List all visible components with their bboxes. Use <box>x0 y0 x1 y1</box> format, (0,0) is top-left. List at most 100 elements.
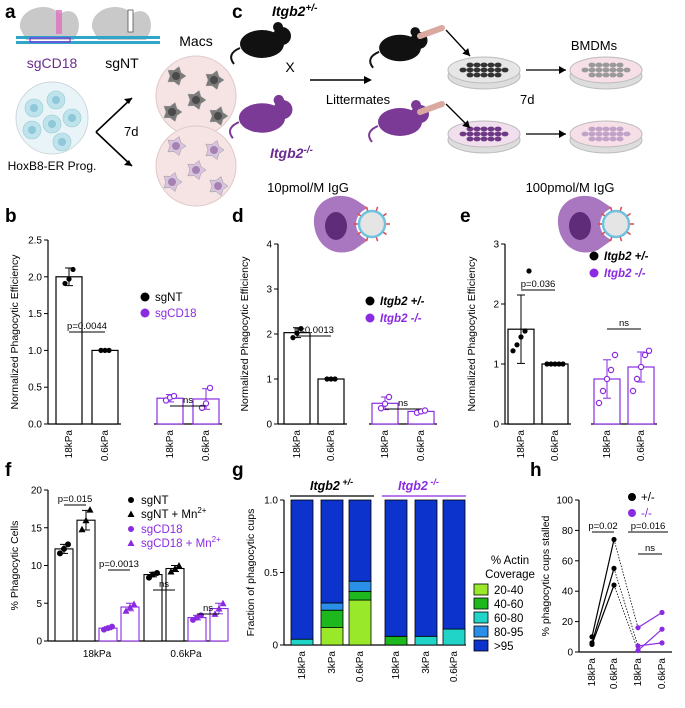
legend-marker <box>128 497 134 503</box>
macrophage-nucleus <box>172 72 180 80</box>
data-point <box>552 361 558 367</box>
macrophage-nucleus <box>192 166 200 174</box>
data-point <box>659 609 665 616</box>
bone-icon <box>417 25 445 39</box>
group-label-het-sup: +/- <box>340 477 353 487</box>
arrow-to-bmdm-head <box>559 66 566 74</box>
x-tick-label: 18kPa <box>587 658 598 687</box>
data-point <box>629 387 637 395</box>
mouse-body <box>238 103 286 133</box>
dish-cell <box>616 67 624 73</box>
data-point <box>603 375 611 383</box>
significance-2-label: ns <box>183 395 193 406</box>
dish-cell <box>616 136 624 142</box>
panel-g-y-tick-label: 0.5 <box>264 568 278 579</box>
legend-label: 80-95 <box>494 627 523 639</box>
littermates-label: Littermates <box>326 92 391 107</box>
dish-cell <box>602 72 610 78</box>
dish-cell <box>602 131 610 137</box>
stacked-segment <box>348 499 372 582</box>
mouse-tail <box>369 50 380 69</box>
stacked-segment <box>348 580 372 592</box>
legend-label-het: Itgb2 +/- <box>380 296 425 308</box>
days-label-c: 7d <box>520 92 534 107</box>
igg-marker <box>365 237 369 242</box>
mouse-tail <box>229 121 240 139</box>
panel-g-label: g <box>232 460 244 481</box>
dish-cell <box>588 62 596 68</box>
dish-cell <box>609 62 617 68</box>
x-tick-label: 0.6kPa <box>609 658 620 690</box>
data-point <box>57 550 63 557</box>
dish-cell <box>487 67 495 73</box>
x-tick-label: 18kPa <box>391 651 402 680</box>
igg-marker <box>626 212 632 217</box>
data-point <box>202 400 210 407</box>
legend-marker-het <box>365 296 375 306</box>
nucleus-icon <box>569 212 591 240</box>
igg-marker <box>375 237 379 242</box>
stacked-segment <box>442 499 466 630</box>
dish-cell <box>473 136 481 142</box>
panel-b-label: b <box>5 206 17 227</box>
legend-marker <box>127 539 135 546</box>
panel-h-y-axis-title: % phagocytic cups stalled <box>540 515 552 636</box>
panel-a: a sgCD18 sgNT HoxB8-ER Prog. <box>5 2 237 207</box>
comparison-line <box>613 539 639 628</box>
bone-icon <box>417 101 445 115</box>
group-label-het-name: Itgb2 <box>310 479 340 493</box>
dish-cell <box>616 131 624 137</box>
stacked-segment <box>290 638 314 646</box>
legend-swatch <box>473 639 489 652</box>
x-tick-label: 18kPa <box>292 430 303 459</box>
data-point <box>514 342 520 348</box>
data-point <box>332 376 338 382</box>
macrophage-nucleus <box>214 182 222 190</box>
data-point <box>122 607 130 614</box>
dish-cell <box>602 67 610 73</box>
data-point <box>510 348 516 354</box>
data-point <box>377 405 385 412</box>
paired-line <box>591 568 615 644</box>
mouse-tail <box>230 47 241 65</box>
x-tick-label: 0.6kPa <box>355 651 366 683</box>
x-tick-label: 0.6kPa <box>100 430 111 462</box>
legend-label-ko: -/- <box>641 508 652 520</box>
legend-swatch <box>473 597 489 610</box>
data-point <box>645 347 653 354</box>
stacked-segment <box>348 599 372 646</box>
data-point <box>328 376 334 382</box>
data-point <box>98 347 104 353</box>
data-point <box>130 600 138 608</box>
panel-f-y-axis-title: % Phagocytic Cells <box>9 521 21 611</box>
bar <box>54 548 74 642</box>
igg-marker <box>365 206 369 211</box>
legend-marker-het <box>589 251 599 261</box>
significance-3-label: ns <box>645 543 655 554</box>
mouse-illustrations <box>229 22 445 143</box>
legend-label-het: Itgb2 +/- <box>604 251 649 263</box>
dish-cell <box>616 72 624 78</box>
panel-b-y-tick-label: 2.5 <box>28 236 42 247</box>
dish-cell <box>473 72 481 78</box>
data-point <box>170 392 178 400</box>
panel-h-y-tick-label: 20 <box>562 617 574 628</box>
dish-cell <box>623 67 631 73</box>
panel-b-y-tick-label: 2.0 <box>28 272 42 283</box>
macrophage-nucleus <box>210 146 218 154</box>
data-point <box>641 351 649 359</box>
dish-cell <box>480 131 488 137</box>
stacked-segment <box>290 499 314 640</box>
stacked-segment <box>320 499 344 604</box>
dish-cell <box>466 62 474 68</box>
panel-f-y-tick-label: 20 <box>31 486 43 497</box>
x-tick-label: 0.6kPa <box>636 430 647 462</box>
macrophage-nucleus <box>214 112 222 120</box>
igg-marker <box>382 231 388 236</box>
data-point <box>556 361 562 367</box>
legend-label: sgCD18 <box>141 524 183 536</box>
panel-h-y-tick-label: 40 <box>562 587 574 598</box>
legend-label: sgNT <box>141 495 168 507</box>
macrophage-nucleus <box>192 96 200 104</box>
